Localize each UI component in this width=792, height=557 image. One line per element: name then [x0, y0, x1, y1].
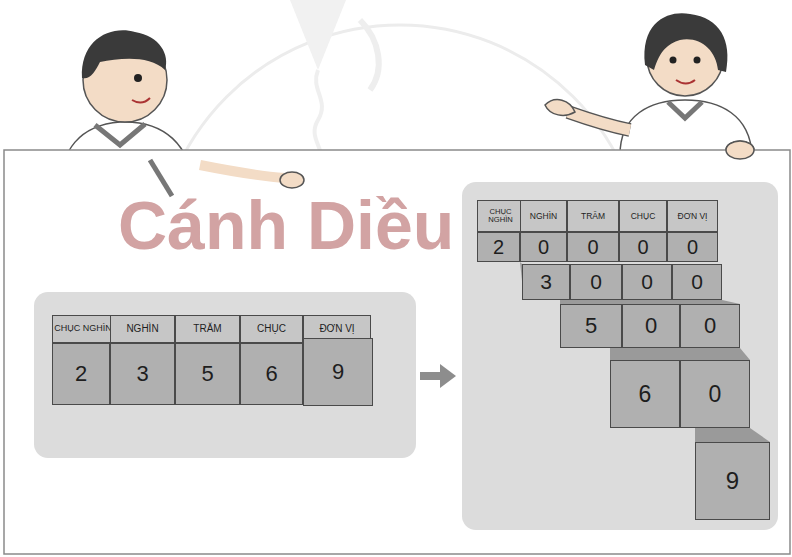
digit-card: 0 — [622, 264, 672, 300]
digit-card: 0 — [680, 304, 740, 348]
board — [4, 150, 790, 554]
place-value-header: CHỤC NGHÌN — [477, 200, 524, 232]
place-value-header: CHỤC NGHÌN — [52, 315, 114, 343]
girl — [545, 13, 754, 159]
digit-card: 3 — [110, 343, 175, 405]
fold-strip — [695, 428, 770, 442]
digit-card: 0 — [520, 232, 567, 262]
digit: 0 — [590, 270, 602, 294]
digit: 3 — [540, 270, 552, 294]
place-value-label: NGHÌN — [530, 212, 557, 221]
right-panel — [462, 182, 778, 530]
digit-card: 0 — [622, 304, 680, 348]
place-value-label: ĐƠN VỊ — [319, 324, 354, 335]
place-value-header: ĐƠN VỊ — [667, 200, 718, 232]
place-value-header: CHỤC — [619, 200, 667, 232]
place-value-label: CHỤC NGHÌN — [54, 324, 112, 333]
kite-wind — [360, 20, 379, 90]
place-value-header: NGHÌN — [110, 315, 175, 343]
digit-card: 0 — [567, 232, 619, 262]
digit: 0 — [687, 236, 698, 259]
fold-strip — [610, 348, 750, 360]
digit-card: 3 — [522, 264, 570, 300]
watermark: Cánh Diều — [118, 186, 454, 264]
digit: 2 — [75, 361, 87, 387]
digit: 5 — [201, 361, 213, 387]
place-value-header: TRĂM — [175, 315, 240, 343]
digit: 0 — [641, 270, 653, 294]
digit-card: 5 — [560, 304, 622, 348]
digit: 0 — [637, 236, 648, 259]
place-value-header: CHỤC — [240, 315, 303, 343]
left-panel — [34, 292, 416, 458]
digit: 0 — [587, 236, 598, 259]
digit-card: 2 — [52, 343, 110, 405]
place-value-label: ĐƠN VỊ — [678, 212, 708, 221]
place-value-label: CHỤC — [631, 212, 656, 221]
digit-card: 9 — [303, 338, 373, 406]
digit: 9 — [332, 359, 344, 385]
digit: 0 — [538, 236, 549, 259]
arrow-symbol — [420, 364, 456, 388]
boy-hand — [280, 172, 304, 188]
digit: 2 — [493, 236, 504, 259]
digit: 6 — [639, 381, 652, 408]
place-value-header: NGHÌN — [520, 200, 567, 232]
digit: 0 — [709, 381, 722, 408]
place-value-header: TRĂM — [567, 200, 619, 232]
boy-arm — [200, 165, 285, 178]
digit: 0 — [645, 313, 657, 339]
place-value-label: NGHÌN — [126, 324, 158, 335]
digit-card: 2 — [477, 232, 520, 262]
digit: 9 — [726, 467, 739, 495]
digit-card: 0 — [570, 264, 622, 300]
digit: 0 — [704, 313, 716, 339]
watermark-kite — [290, 0, 346, 70]
place-value-label: TRĂM — [581, 212, 605, 221]
place-value-label: TRĂM — [193, 324, 221, 335]
digit-card: 6 — [240, 343, 303, 405]
digit-card: 0 — [667, 232, 718, 262]
girl-hand — [726, 141, 754, 159]
digit: 6 — [265, 361, 277, 387]
digit-card: 9 — [695, 442, 770, 520]
place-value-label: CHỤC NGHÌN — [478, 208, 523, 224]
digit: 0 — [691, 270, 703, 294]
digit-card: 0 — [619, 232, 667, 262]
place-value-label: CHỤC — [257, 324, 286, 335]
digit: 3 — [136, 361, 148, 387]
digit-card: 6 — [610, 360, 680, 428]
digit-card: 0 — [672, 264, 722, 300]
digit-card: 0 — [680, 360, 750, 428]
digit-card: 5 — [175, 343, 240, 405]
digit: 5 — [585, 313, 597, 339]
